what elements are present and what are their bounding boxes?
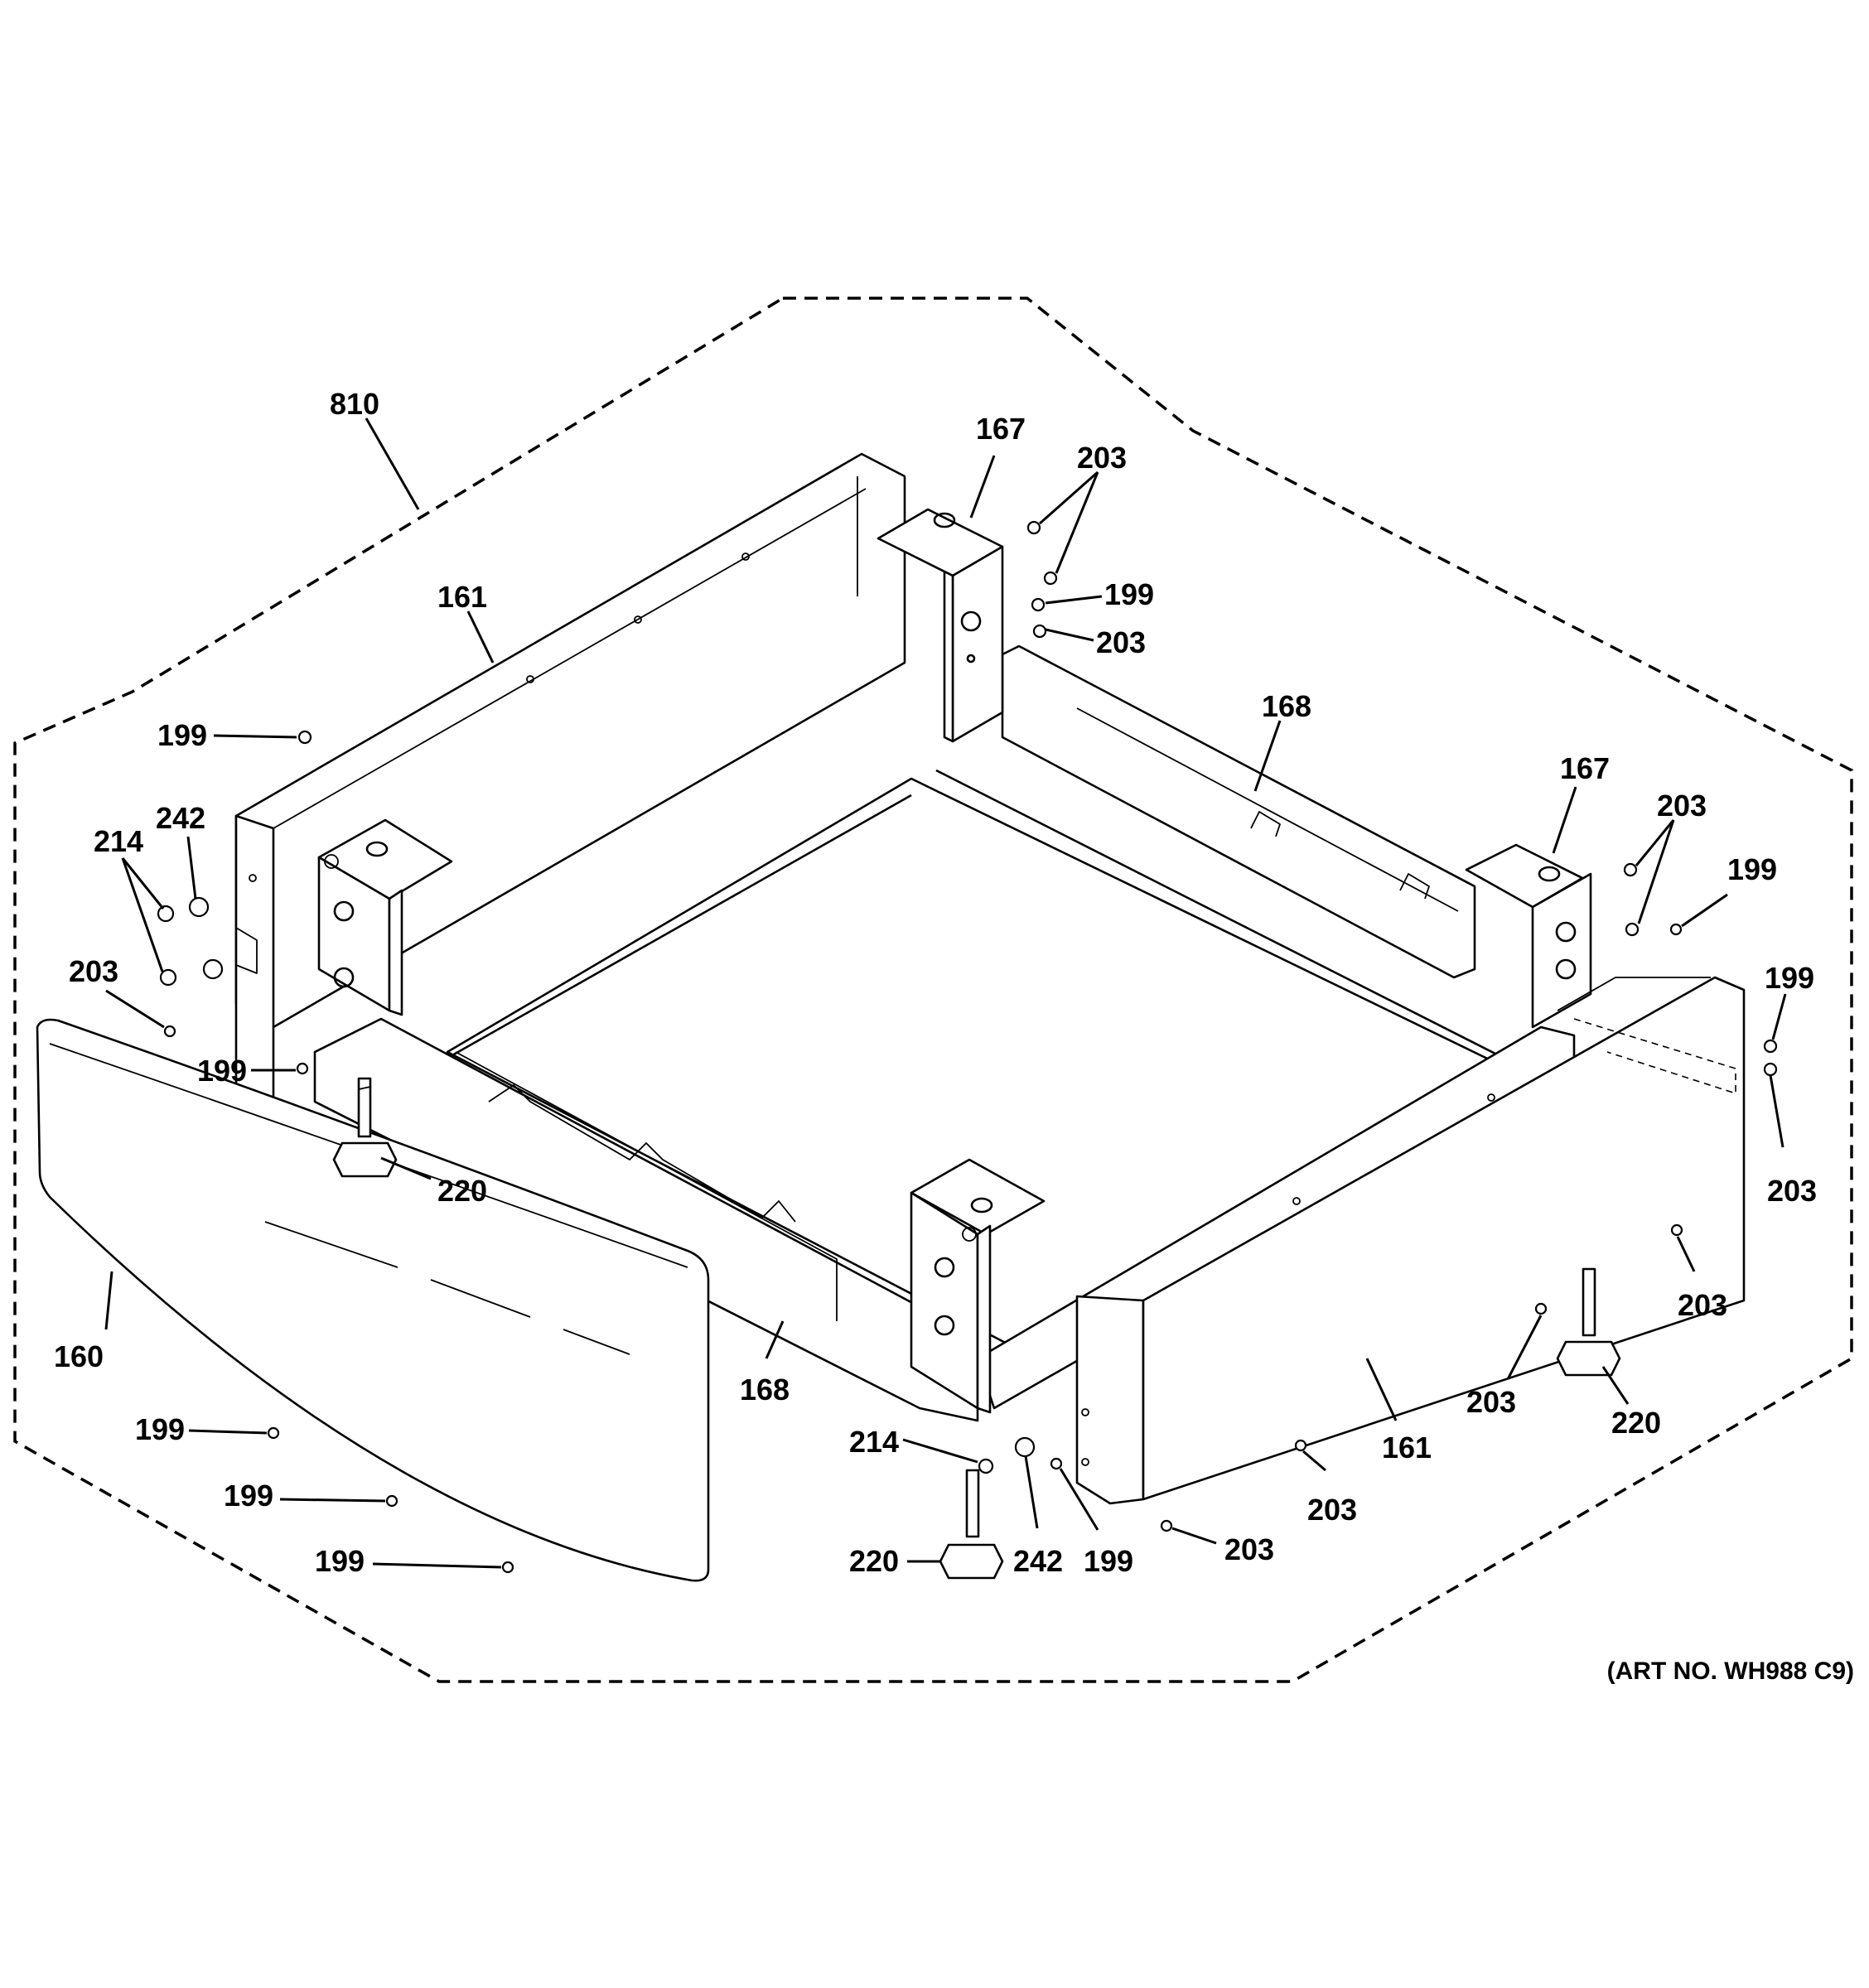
front-rail [313, 1017, 979, 1422]
part-label-203: 203 [1466, 1385, 1516, 1419]
part-label-199: 199 [157, 718, 207, 752]
corner-bracket-right [1465, 843, 1592, 1029]
part-label-220: 220 [849, 1544, 899, 1578]
art-number: (ART NO. WH988 C9) [1607, 1657, 1854, 1685]
part-label-168: 168 [740, 1373, 790, 1407]
part-label-242: 242 [1013, 1544, 1063, 1578]
screws [157, 520, 1778, 1574]
part-label-220: 220 [1611, 1406, 1661, 1440]
corner-bracket-front-left [317, 818, 453, 1016]
part-label-242: 242 [156, 801, 205, 835]
leveling-leg-left [332, 1077, 398, 1178]
leveling-leg-center [939, 1469, 1004, 1580]
part-label-203: 203 [1767, 1174, 1817, 1208]
part-label-160: 160 [54, 1339, 104, 1373]
part-label-199: 199 [135, 1412, 185, 1446]
part-label-199: 199 [315, 1544, 365, 1578]
part-label-199: 199 [1104, 577, 1154, 611]
front-side-rail [1075, 976, 1746, 1505]
part-label-167: 167 [976, 412, 1026, 446]
part-label-199: 199 [1084, 1544, 1133, 1578]
leader-lines [104, 417, 1787, 1569]
part-label-199: 199 [1727, 852, 1777, 886]
part-label-161: 161 [437, 580, 487, 614]
assembly-boundary [13, 297, 1853, 1683]
corner-bracket-front-center [910, 1158, 1046, 1414]
part-label-199: 199 [197, 1054, 247, 1088]
part-label-214: 214 [94, 824, 143, 858]
part-label-203: 203 [1077, 441, 1127, 475]
part-labels: 810 167 203 199 203 161 168 199 242 214 … [54, 387, 1817, 1578]
part-label-203: 203 [1657, 789, 1707, 823]
part-label-203: 203 [1678, 1288, 1727, 1322]
part-label-168: 168 [1262, 689, 1311, 723]
part-label-167: 167 [1560, 751, 1610, 785]
corner-bracket-back [877, 508, 1004, 743]
part-label-203: 203 [69, 954, 118, 988]
part-label-214: 214 [849, 1425, 899, 1459]
part-label-203: 203 [1224, 1532, 1274, 1566]
part-label-810: 810 [330, 387, 379, 421]
part-label-161: 161 [1382, 1431, 1432, 1464]
part-label-203: 203 [1096, 625, 1146, 659]
part-label-220: 220 [437, 1174, 487, 1208]
front-kick-panel [36, 1018, 710, 1582]
part-label-203: 203 [1307, 1493, 1357, 1527]
part-label-199: 199 [224, 1479, 273, 1513]
part-label-199: 199 [1765, 961, 1814, 995]
back-rail [1001, 644, 1476, 979]
